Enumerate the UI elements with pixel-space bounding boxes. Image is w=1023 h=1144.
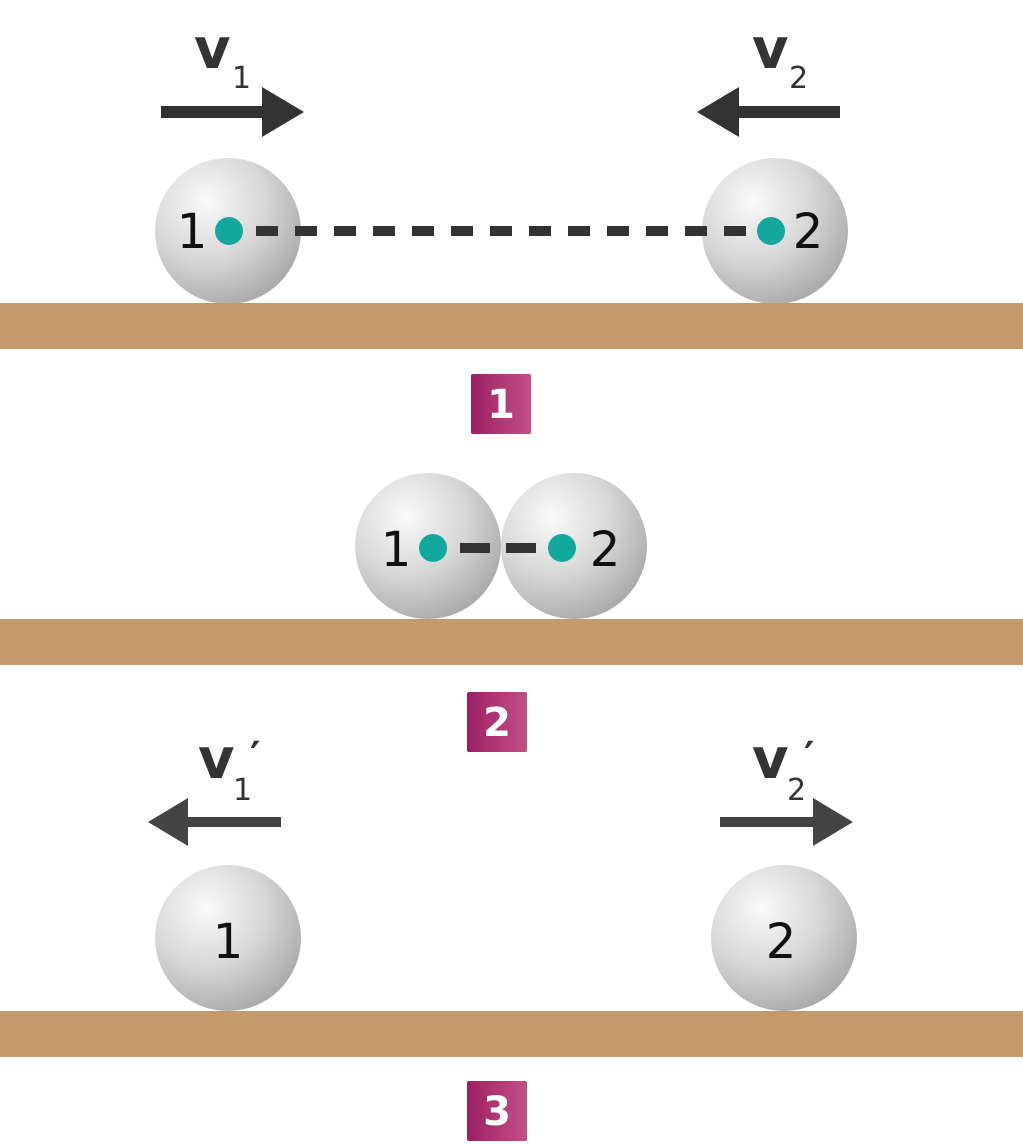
step-badge bbox=[467, 692, 527, 752]
panel-3: v 1 ′ v 2 ′ 1 2 3 bbox=[0, 727, 1023, 1141]
velocity-symbol: v bbox=[198, 727, 235, 792]
step-badge-number: 2 bbox=[483, 700, 511, 746]
velocity-subscript: 2 bbox=[787, 773, 806, 808]
ball-1 bbox=[155, 865, 301, 1011]
step-badge-number: 3 bbox=[483, 1089, 511, 1135]
panel-1: v 1 v 2 1 2 1 bbox=[0, 17, 1023, 434]
velocity-subscript: 1 bbox=[232, 61, 251, 96]
ball-label: 2 bbox=[766, 914, 797, 970]
center-dot bbox=[419, 534, 447, 562]
floor bbox=[0, 303, 1023, 349]
ball-label: 2 bbox=[590, 522, 621, 578]
velocity-arrow-ball-1 bbox=[148, 798, 281, 846]
velocity-prime: ′ bbox=[250, 734, 261, 780]
velocity-symbol: v bbox=[752, 727, 789, 792]
velocity-arrow-ball-1 bbox=[161, 87, 304, 137]
step-badge bbox=[471, 374, 531, 434]
center-dot bbox=[215, 217, 243, 245]
center-dot bbox=[757, 217, 785, 245]
velocity-symbol: v bbox=[194, 17, 231, 82]
ball-label: 1 bbox=[381, 522, 412, 578]
ball-label: 1 bbox=[177, 204, 208, 260]
velocity-subscript: 2 bbox=[789, 61, 808, 96]
ball-2 bbox=[711, 865, 857, 1011]
velocity-arrow-ball-2 bbox=[697, 87, 840, 137]
step-badge-number: 1 bbox=[487, 382, 515, 428]
velocity-subscript: 1 bbox=[233, 773, 252, 808]
velocity-arrow-ball-2 bbox=[720, 798, 853, 846]
ball-label: 2 bbox=[793, 204, 824, 260]
center-dot bbox=[548, 534, 576, 562]
ball-label: 1 bbox=[213, 914, 244, 970]
panel-2: 1 2 2 bbox=[0, 473, 1023, 752]
velocity-symbol: v bbox=[752, 17, 789, 82]
floor bbox=[0, 619, 1023, 665]
step-badge bbox=[467, 1081, 527, 1141]
floor bbox=[0, 1011, 1023, 1057]
velocity-prime: ′ bbox=[804, 734, 815, 780]
